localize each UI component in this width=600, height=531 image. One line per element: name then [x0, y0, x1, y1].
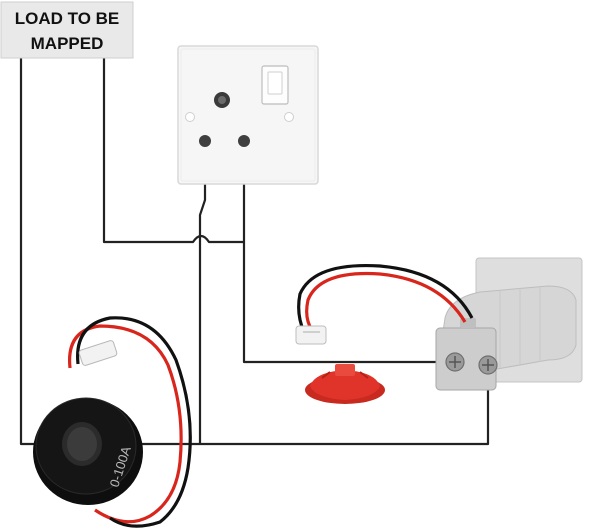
socket-switch-rocker	[267, 71, 283, 95]
ct-connector	[78, 340, 118, 366]
meter-terminal-screw-left-slot	[449, 356, 461, 368]
wire-load-left-to-bottom	[19, 58, 490, 446]
wall-socket	[177, 45, 319, 185]
load-label-line2: MAPPED	[31, 34, 104, 53]
socket-neutral-pin	[238, 135, 250, 147]
cap-tabs	[321, 371, 369, 379]
ct-red-lead	[67, 324, 183, 524]
socket-plate-bevel	[180, 48, 316, 182]
cap-center-boss	[335, 364, 355, 376]
wire-socket-left-pin	[198, 143, 207, 444]
meter-red-lead	[305, 271, 467, 331]
socket-plate	[177, 45, 319, 185]
meter-small-connector	[295, 325, 327, 345]
digital-meter	[295, 257, 583, 391]
socket-screw-left	[185, 112, 195, 122]
meter-terminal-screw-right-slot	[482, 359, 494, 371]
meter-body-ribs	[499, 287, 541, 368]
red-mounting-cap	[305, 364, 385, 404]
load-label-background	[0, 1, 134, 59]
socket-screw-right	[284, 112, 294, 122]
load-label-line1: LOAD TO BE	[15, 9, 120, 28]
current-transformer: 0-100A	[33, 316, 192, 528]
cap-top	[310, 370, 380, 400]
socket-earth-pin-inner	[218, 96, 226, 104]
ct-black-lead	[76, 316, 192, 528]
load-label-box: LOAD TO BE MAPPED	[0, 1, 134, 59]
wire-socket-right-pin	[242, 143, 455, 364]
meter-black-lead	[297, 263, 474, 333]
socket-live-pin	[199, 135, 211, 147]
ct-hole	[67, 427, 97, 461]
